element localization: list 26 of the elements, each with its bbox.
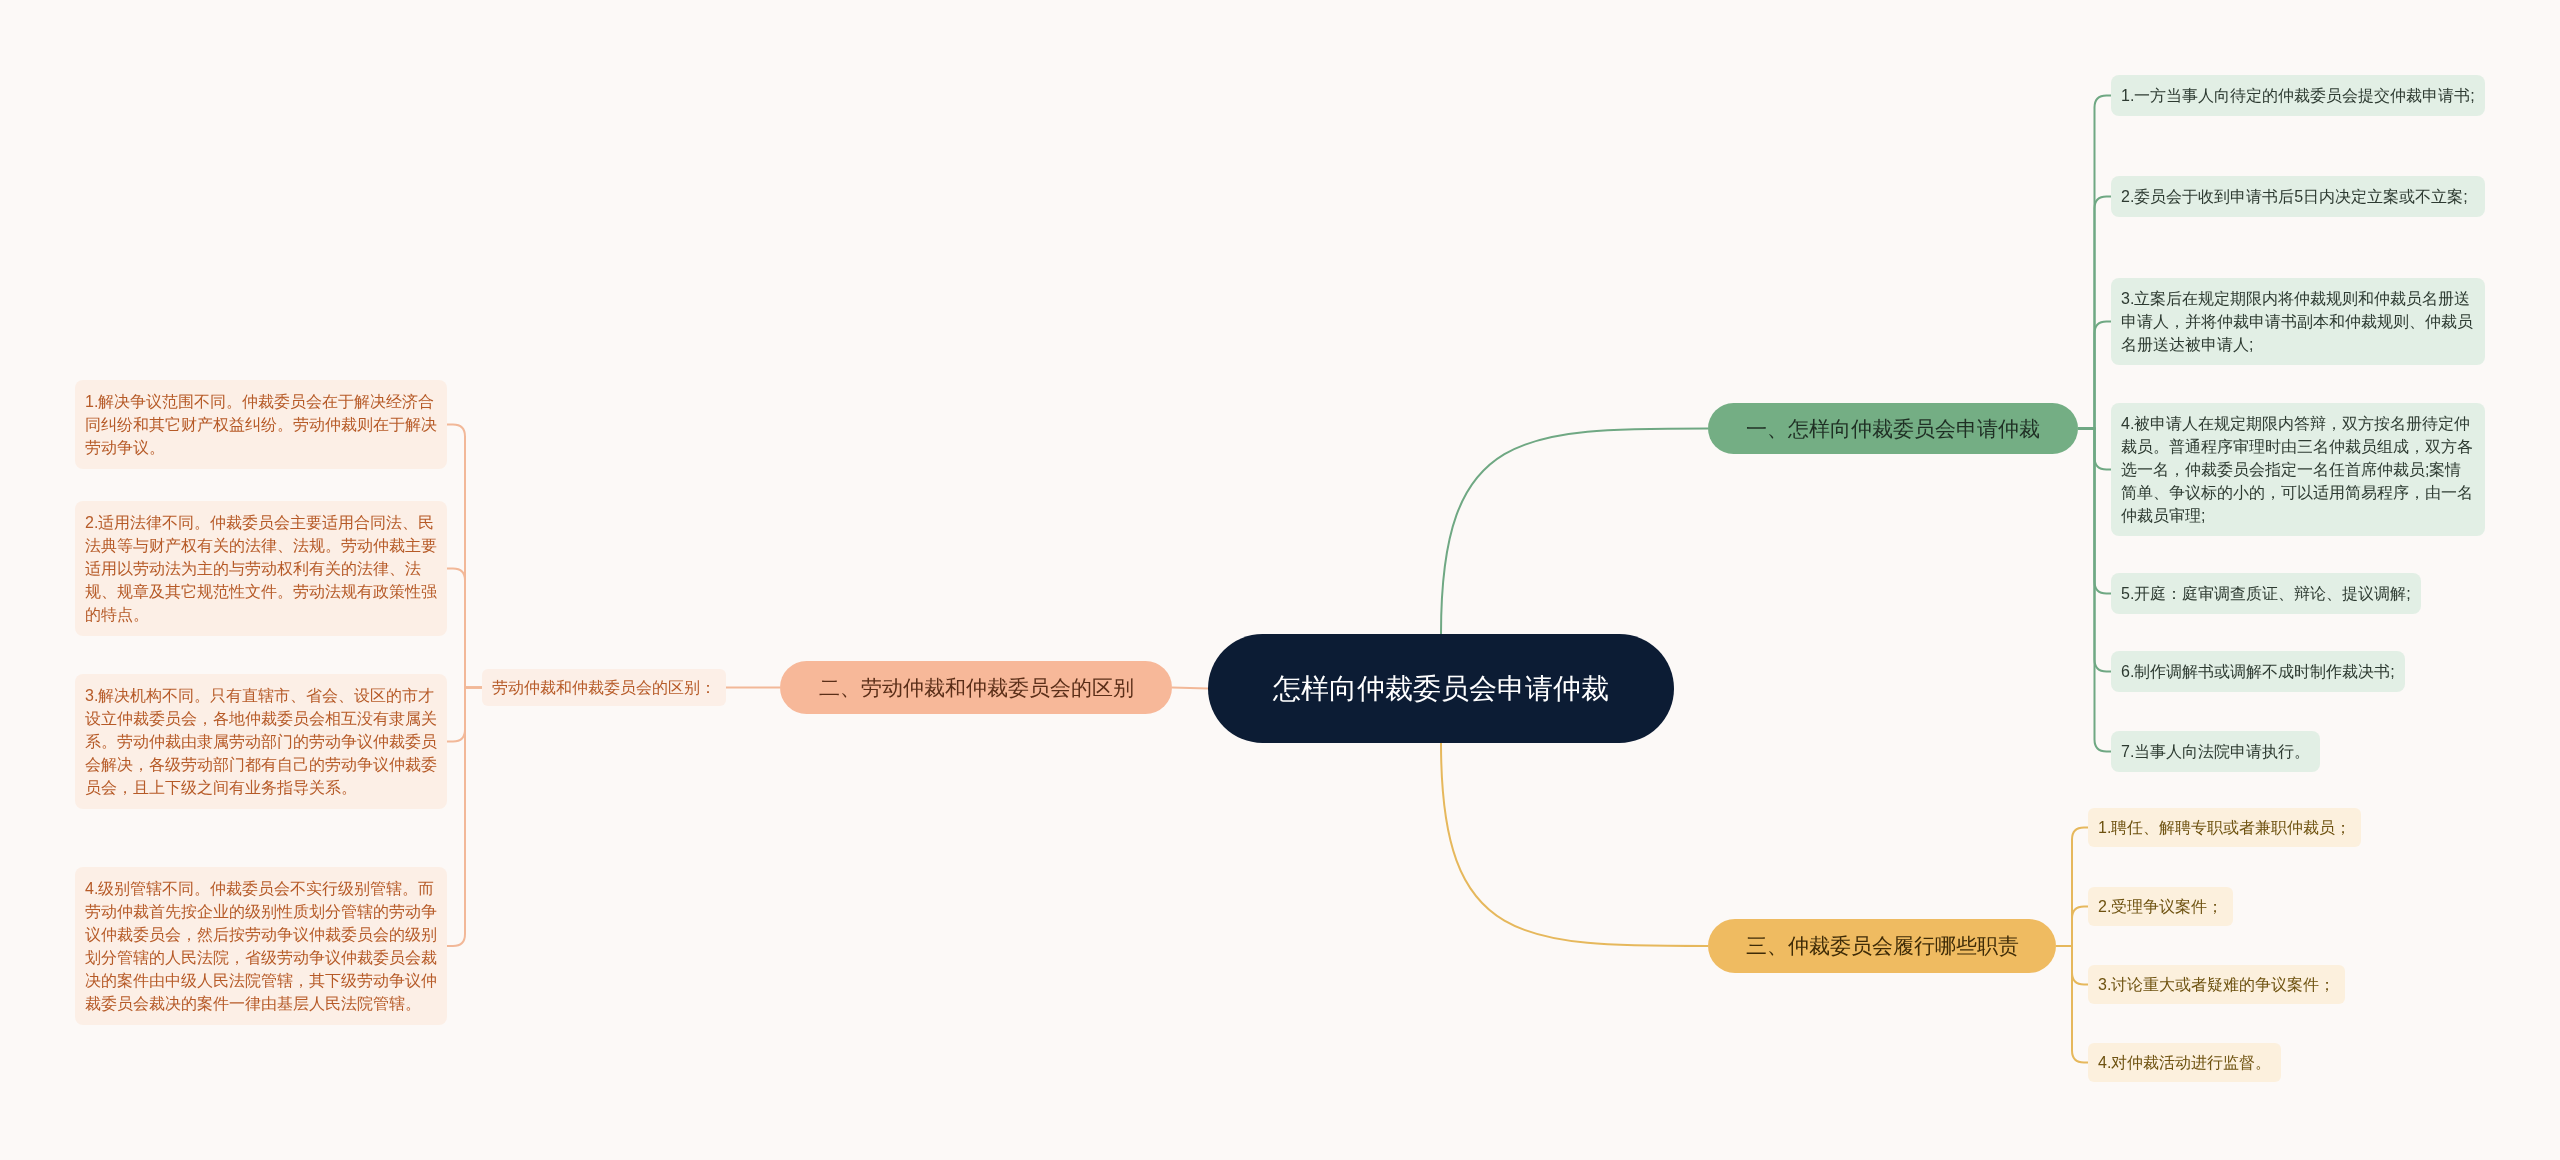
leaf-topic: 1.解决争议范围不同。仲裁委员会在于解决经济合同纠纷和其它财产权益纠纷。劳动仲裁则在于解决劳动争议。	[75, 380, 447, 469]
leaf-topic: 3.立案后在规定期限内将仲裁规则和仲裁员名册送申请人，并将仲裁申请书副本和仲裁规则、仲裁员名册送达被申请人;	[2111, 278, 2485, 365]
central-topic: 怎样向仲裁委员会申请仲裁	[1208, 634, 1674, 743]
connector-line	[1171, 686, 1209, 690]
leaf-topic: 2.适用法律不同。仲裁委员会主要适用合同法、民法典等与财产权有关的法律、法规。劳动仲裁主要适用以劳动法为主的与劳动权利有关的法律、法规、规章及其它规范性文件。劳动法规有政策性强的特点。	[75, 501, 447, 636]
connector-line	[1440, 427, 1709, 635]
branch-topic: 一、怎样向仲裁委员会申请仲裁	[1708, 403, 2078, 454]
connector-line	[1440, 742, 1709, 947]
leaf-topic: 7.当事人向法院申请执行。	[2111, 731, 2321, 772]
leaf-topic: 5.开庭：庭审调查质证、辩论、提议调解;	[2111, 573, 2421, 614]
branch-topic: 三、仲裁委员会履行哪些职责	[1708, 919, 2056, 973]
sub-topic: 劳动仲裁和仲裁委员会的区别：	[482, 669, 726, 706]
leaf-topic: 6.制作调解书或调解不成时制作裁决书;	[2111, 651, 2405, 692]
leaf-topic: 3.讨论重大或者疑难的争议案件；	[2088, 965, 2346, 1004]
leaf-topic: 1.一方当事人向待定的仲裁委员会提交仲裁申请书;	[2111, 75, 2485, 116]
leaf-topic: 2.受理争议案件；	[2088, 887, 2234, 926]
branch-topic: 二、劳动仲裁和仲裁委员会的区别	[780, 661, 1172, 714]
connector-line	[2055, 945, 2089, 1064]
leaf-topic: 3.解决机构不同。只有直辖市、省会、设区的市才设立仲裁委员会，各地仲裁委员会相互没有隶属关系。劳动仲裁由隶属劳动部门的劳动争议仲裁委员会解决，各级劳动部门都有自己的劳动争议仲裁委员会，且上下级之间有业务指导关系。	[75, 674, 447, 809]
leaf-topic: 1.聘任、解聘专职或者兼职仲裁员；	[2088, 808, 2362, 847]
leaf-topic: 4.级别管辖不同。仲裁委员会不实行级别管辖。而劳动仲裁首先按企业的级别性质划分管辖的劳动争议仲裁委员会，然后按劳动争议仲裁委员会的级别划分管辖的人民法院，省级劳动争议仲裁委员会裁决的案件由中级人民法院管辖，其下级劳动争议仲裁委员会裁决的案件一律由基层人民法院管辖。	[75, 867, 447, 1025]
connector-line	[2077, 427, 2112, 753]
leaf-topic: 4.被申请人在规定期限内答辩，双方按名册待定仲裁员。普通程序审理时由三名仲裁员组成，双方各选一名，仲裁委员会指定一名任首席仲裁员;案情简单、争议标的小的，可以适用简易程序，由一名仲裁员审理;	[2111, 403, 2485, 536]
leaf-topic: 2.委员会于收到申请书后5日内决定立案或不立案;	[2111, 176, 2485, 217]
connector-line	[725, 686, 781, 689]
leaf-topic: 4.对仲裁活动进行监督。	[2088, 1043, 2282, 1082]
